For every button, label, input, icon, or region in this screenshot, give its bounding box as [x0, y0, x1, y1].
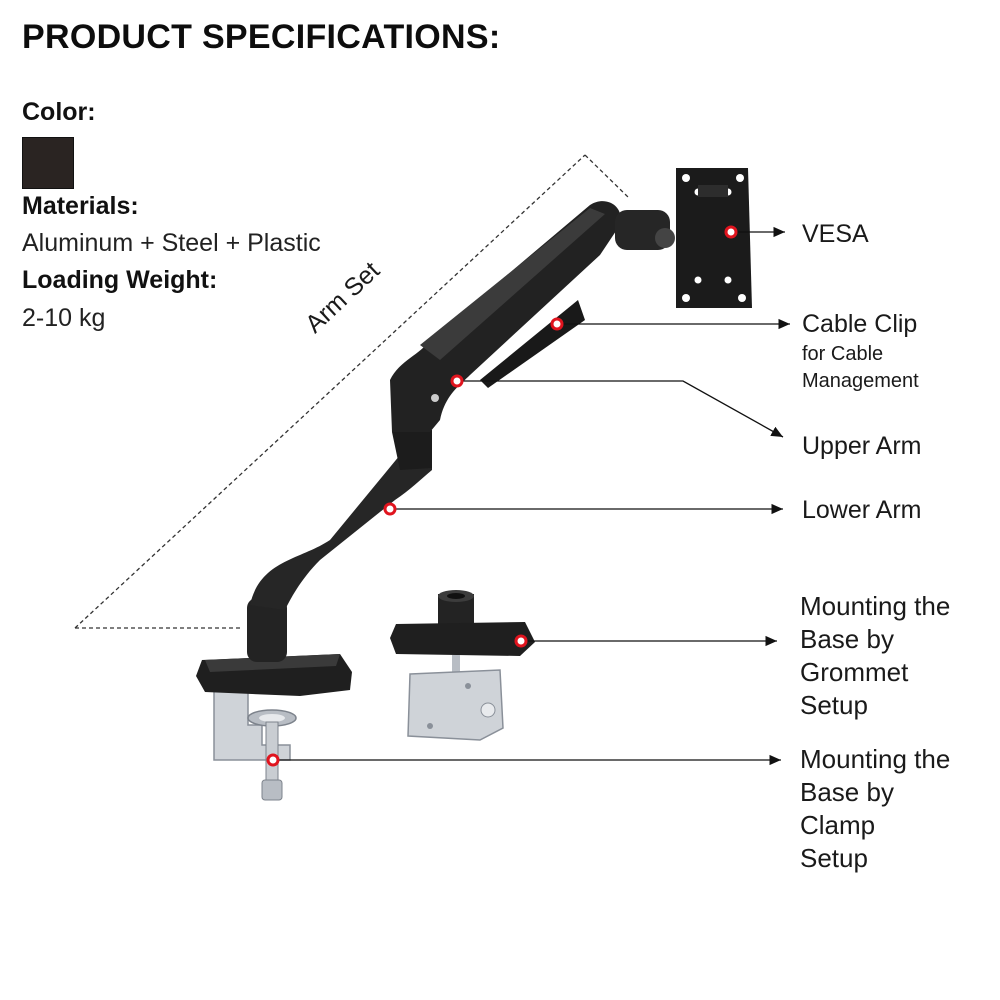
callout-cable-clip: Cable Clip — [802, 310, 918, 338]
clamp-bracket-icon — [213, 679, 297, 801]
vesa-dot — [724, 225, 738, 239]
arm-set-dimension-line — [74, 154, 629, 629]
lower-arm-shape — [247, 430, 432, 662]
callout-vesa: VESA — [802, 220, 869, 248]
grommet-dot — [514, 634, 528, 648]
grommet-bracket-icon — [390, 590, 535, 741]
upper-arm-shape — [390, 201, 621, 432]
clamp-dot — [266, 753, 280, 767]
callout-grommet-line2: Base by — [800, 624, 894, 654]
vesa-plate-icon — [676, 168, 752, 308]
page-title: PRODUCT SPECIFICATIONS: — [22, 18, 501, 56]
color-swatch — [22, 137, 74, 189]
callout-clamp-line1: Mounting the — [800, 744, 951, 774]
cable-clip-dot — [550, 317, 564, 331]
callout-grommet-line1: Mounting the — [800, 591, 951, 621]
lower-arm-dot — [383, 502, 397, 516]
left-base — [196, 654, 352, 696]
callout-clamp-line2: Base by — [800, 777, 894, 807]
callout-clamp-line4: Setup — [800, 843, 868, 873]
loading-weight-value: 2-10 kg — [22, 304, 106, 332]
callout-grommet-line3: Grommet — [800, 657, 909, 687]
callout-lower-arm: Lower Arm — [802, 496, 922, 524]
color-label: Color: — [22, 98, 96, 126]
callout-cable-clip-sub1: for Cable — [802, 343, 884, 365]
loading-weight-label: Loading Weight: — [22, 266, 218, 294]
callout-upper-arm: Upper Arm — [802, 432, 922, 460]
callout-clamp-line3: Clamp — [800, 810, 876, 840]
materials-value: Aluminum + Steel + Plastic — [22, 229, 321, 257]
callout-lines — [273, 226, 790, 766]
callout-cable-clip-sub2: Management — [802, 370, 919, 392]
callout-dots — [266, 225, 738, 767]
tilt-head — [615, 210, 675, 250]
upper-arm-dot — [450, 374, 464, 388]
materials-label: Materials: — [22, 192, 139, 220]
callout-grommet-line4: Setup — [800, 690, 868, 720]
